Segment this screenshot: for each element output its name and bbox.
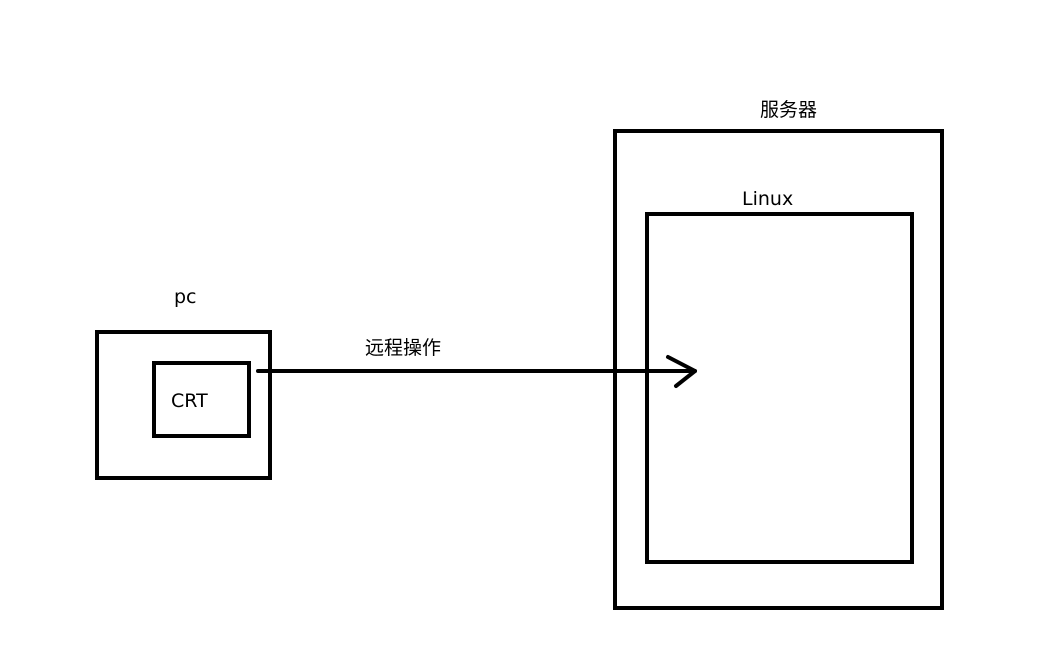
crt-box: [152, 361, 251, 438]
crt-label: CRT: [171, 390, 208, 412]
pc-box: [95, 330, 272, 480]
arrow-head-icon: [666, 355, 697, 388]
edge-label-remote-operation: 远程操作: [365, 337, 442, 359]
server-label: 服务器: [760, 99, 818, 121]
pc-label: pc: [174, 286, 197, 308]
linux-label: Linux: [742, 188, 794, 210]
linux-box: [645, 212, 914, 564]
